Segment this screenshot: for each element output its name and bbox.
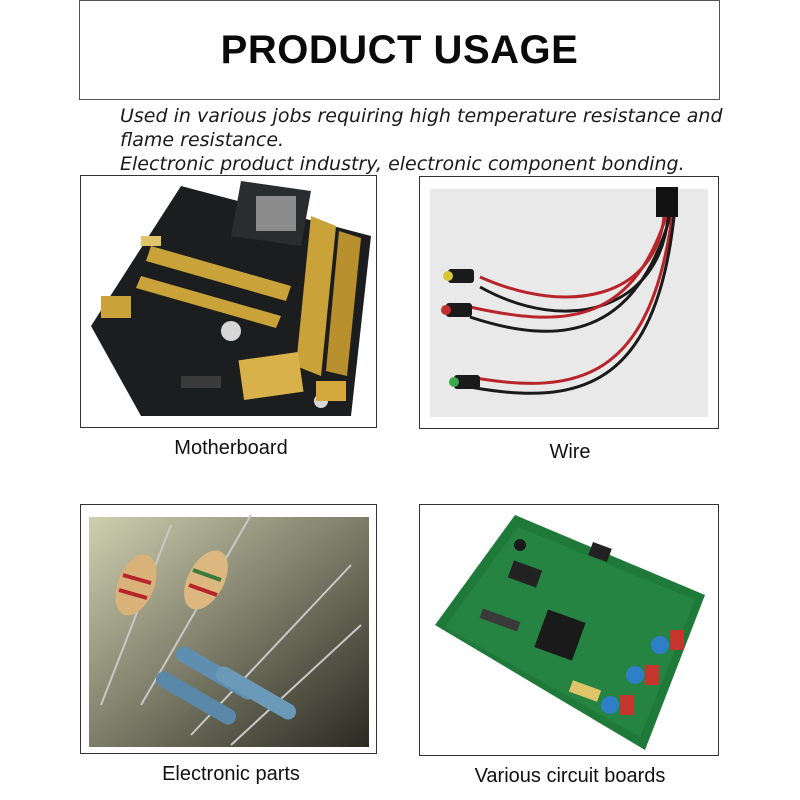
wire-photo	[419, 176, 719, 429]
description-line-2: flame resistance.	[120, 129, 285, 151]
caption-circuit-boards: Various circuit boards	[474, 765, 666, 787]
circuit-boards-photo	[419, 504, 719, 756]
title-box: PRODUCT USAGE	[79, 0, 720, 100]
wire-harness-icon	[420, 177, 718, 428]
description: Used in various jobs requiring high temp…	[120, 104, 760, 176]
resistors-icon	[89, 514, 369, 747]
motherboard-icon	[81, 176, 376, 427]
motherboard-photo	[80, 175, 377, 428]
circuit-board-icon	[420, 505, 718, 755]
caption-motherboard: Motherboard	[174, 437, 288, 459]
caption-electronic-parts: Electronic parts	[162, 763, 300, 785]
description-line-1: Used in various jobs requiring high temp…	[120, 105, 723, 127]
caption-wire: Wire	[549, 441, 591, 463]
description-line-3: Electronic product industry, electronic …	[120, 153, 685, 175]
page-title: PRODUCT USAGE	[220, 27, 579, 72]
electronic-parts-photo	[80, 504, 377, 754]
